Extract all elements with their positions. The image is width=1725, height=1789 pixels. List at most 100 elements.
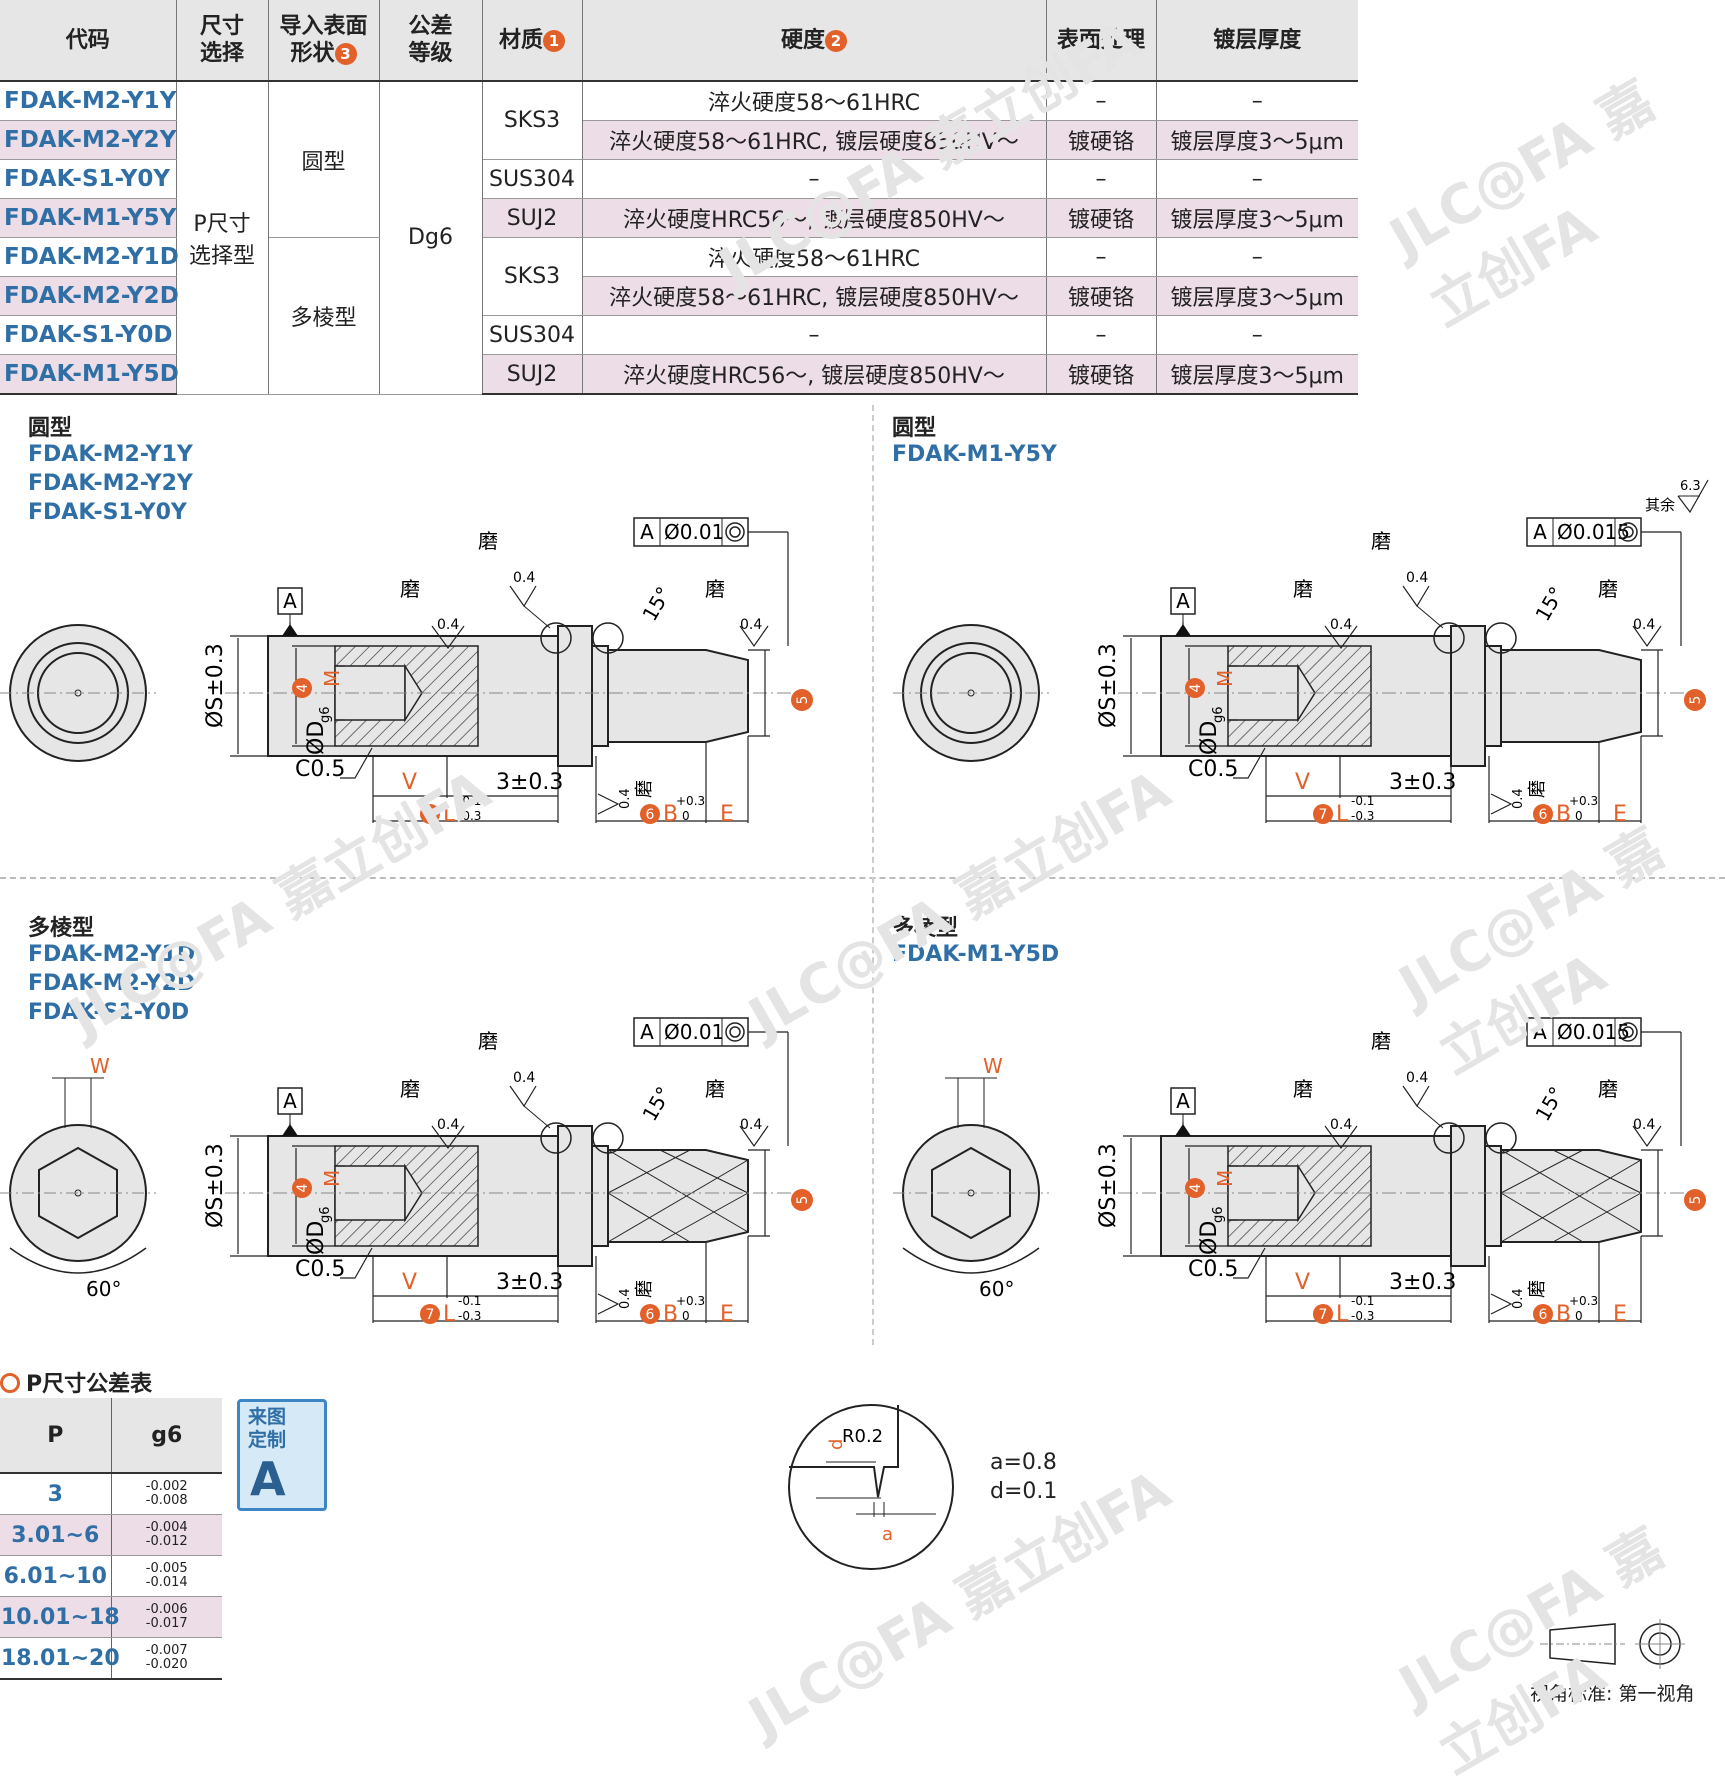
svg-text:E: E xyxy=(720,1302,734,1327)
runout-frame: A Ø0.01 xyxy=(633,517,749,547)
svg-text:+0.3: +0.3 xyxy=(676,1294,705,1308)
svg-text:0.4: 0.4 xyxy=(513,570,535,586)
section-code: FDAK-M2-Y2Y xyxy=(28,471,193,496)
svg-text:磨: 磨 xyxy=(634,780,655,798)
svg-text:磨: 磨 xyxy=(478,529,498,553)
svg-text:磨: 磨 xyxy=(705,577,725,601)
svg-text:-0.1: -0.1 xyxy=(458,794,481,808)
section-code: FDAK-M2-Y1D xyxy=(28,942,196,967)
svg-text:磨: 磨 xyxy=(1293,577,1313,601)
svg-text:Ø0.015: Ø0.015 xyxy=(1557,520,1630,544)
svg-text:ØD: ØD xyxy=(1197,1221,1222,1255)
svg-text:磨: 磨 xyxy=(1371,1029,1391,1053)
table-row: FDAK-M1-Y5D SUJ2 淬火硬度HRC56～, 镀层硬度850HV～ … xyxy=(0,354,1358,395)
table-row: FDAK-M2-Y2Y 淬火硬度58～61HRC, 镀层硬度850HV～ 镀硬铬… xyxy=(0,120,1358,160)
runout-frame: A Ø0.015 xyxy=(1526,1017,1642,1047)
table-row: 3.01~6-0.004-0.012 xyxy=(0,1514,222,1556)
hardness-cell: – xyxy=(582,315,1047,355)
svg-text:磨: 磨 xyxy=(634,1280,655,1298)
header-tolerance: 公差等级 xyxy=(379,0,483,82)
code-cell: FDAK-M1-Y5Y xyxy=(0,198,177,238)
svg-text:C0.5: C0.5 xyxy=(295,1257,345,1282)
svg-text:ØD: ØD xyxy=(304,721,329,755)
end-view xyxy=(0,1077,156,1274)
plating-cell: 镀层厚度3～5μm xyxy=(1156,276,1358,316)
table-row: FDAK-M1-Y5Y SUJ2 淬火硬度HRC56～, 镀层硬度850HV～ … xyxy=(0,198,1358,238)
svg-text:ØS±0.3: ØS±0.3 xyxy=(1096,1143,1121,1228)
table-row: FDAK-M2-Y1D 多棱型 SKS3 淬火硬度58～61HRC – – xyxy=(0,237,1358,395)
svg-text:L: L xyxy=(443,1302,456,1327)
watermark: JLC@FA 嘉立创FA xyxy=(1388,1516,1675,1787)
projection-symbol xyxy=(1535,1618,1705,1674)
drawing-poly-b: A A Ø0.015 磨 0.4 磨 0.4 磨 0.4 15° 磨 0.4 Ø… xyxy=(893,978,1725,1412)
custom-drawing-badge[interactable]: 来图定制 A xyxy=(237,1399,327,1511)
svg-text:B: B xyxy=(1556,1302,1571,1327)
svg-text:-0.3: -0.3 xyxy=(458,809,481,823)
svg-text:4: 4 xyxy=(1188,1183,1204,1192)
svg-text:A: A xyxy=(1533,1020,1547,1044)
svg-text:Ø0.01: Ø0.01 xyxy=(664,1020,724,1044)
svg-text:3±0.3: 3±0.3 xyxy=(1389,770,1456,795)
end-view xyxy=(893,1077,1049,1274)
svg-text:0.4: 0.4 xyxy=(740,1117,762,1133)
svg-text:60°: 60° xyxy=(86,1277,121,1301)
tol-g: -0.004-0.012 xyxy=(111,1514,222,1556)
svg-text:+0.3: +0.3 xyxy=(1569,794,1598,808)
svg-text:0.4: 0.4 xyxy=(437,1117,459,1133)
svg-text:W: W xyxy=(90,1054,110,1078)
svg-text:C0.5: C0.5 xyxy=(295,757,345,782)
svg-text:ØD: ØD xyxy=(304,1221,329,1255)
tol-g: -0.005-0.014 xyxy=(111,1555,222,1597)
svg-text:L: L xyxy=(1336,802,1349,827)
hardness-cell: 淬火硬度HRC56～, 镀层硬度850HV～ xyxy=(582,198,1047,238)
svg-text:0.4: 0.4 xyxy=(1511,1288,1526,1309)
code-cell: FDAK-M2-Y1Y xyxy=(0,81,177,121)
svg-text:A: A xyxy=(283,589,297,613)
tol-p: 3.01~6 xyxy=(0,1514,112,1556)
svg-text:3±0.3: 3±0.3 xyxy=(1389,1270,1456,1295)
svg-text:A: A xyxy=(1176,589,1190,613)
section-code: FDAK-M1-Y5D xyxy=(892,942,1060,967)
end-view xyxy=(0,624,156,762)
hardness-cell: 淬火硬度HRC56～, 镀层硬度850HV～ xyxy=(582,354,1047,395)
grind-marks: 磨 0.4 磨 0.4 磨 0.4 15° 磨 0.4 xyxy=(1293,1029,1662,1315)
svg-text:E: E xyxy=(720,802,734,827)
drawing-round-b: A A Ø0.015 磨 0.4 磨 0.4 磨 0.4 15° 磨 0.4 Ø… xyxy=(893,478,1725,912)
hardness-cell: – xyxy=(582,159,1047,199)
table-row: 10.01~18-0.006-0.017 xyxy=(0,1596,222,1638)
svg-text:3±0.3: 3±0.3 xyxy=(496,1270,563,1295)
tol-header-p: P xyxy=(0,1398,112,1474)
datum-a: A xyxy=(277,1087,303,1136)
section-code: FDAK-M2-Y2D xyxy=(28,971,196,996)
svg-text:-0.1: -0.1 xyxy=(1351,794,1374,808)
svg-text:磨: 磨 xyxy=(1598,1077,1618,1101)
svg-text:0.4: 0.4 xyxy=(618,788,633,809)
svg-text:A: A xyxy=(1533,520,1547,544)
detail-view: d R0.2 a xyxy=(786,1402,956,1576)
svg-text:磨: 磨 xyxy=(400,577,420,601)
svg-text:0: 0 xyxy=(682,809,690,823)
plating-cell: 镀层厚度3～5μm xyxy=(1156,198,1358,238)
svg-text:其余: 其余 xyxy=(1645,496,1675,514)
svg-text:5: 5 xyxy=(795,696,811,705)
side-view xyxy=(1118,1122,1693,1267)
table-row: FDAK-M2-Y1Y P尺寸选择型 圆型 Dg6 SKS3 淬火硬度58～61… xyxy=(0,81,1358,395)
svg-text:磨: 磨 xyxy=(1598,577,1618,601)
surface-cell: – xyxy=(1046,159,1157,199)
material-cell: SUJ2 xyxy=(482,354,583,395)
svg-text:0.4: 0.4 xyxy=(1633,617,1655,633)
tol-p: 18.01~20 xyxy=(0,1637,120,1680)
surface-cell: 镀硬铬 xyxy=(1046,198,1157,238)
svg-text:15°: 15° xyxy=(1530,1082,1569,1125)
table-row: FDAK-S1-Y0D SUS304 – – – xyxy=(0,315,1358,355)
detail-values: a=0.8 d=0.1 xyxy=(990,1450,1058,1504)
header-code: 代码 xyxy=(0,0,177,82)
svg-text:磨: 磨 xyxy=(1293,1077,1313,1101)
surface-cell: 镀硬铬 xyxy=(1046,120,1157,160)
view-standard: 视角标准: 第一视角 xyxy=(1530,1683,1695,1705)
dimension-labels: ØS±0.3 ØD g6 4 M ØP g6 5 C0.5 V 3±0.3 7 … xyxy=(979,1054,1706,1327)
svg-text:V: V xyxy=(402,770,417,795)
